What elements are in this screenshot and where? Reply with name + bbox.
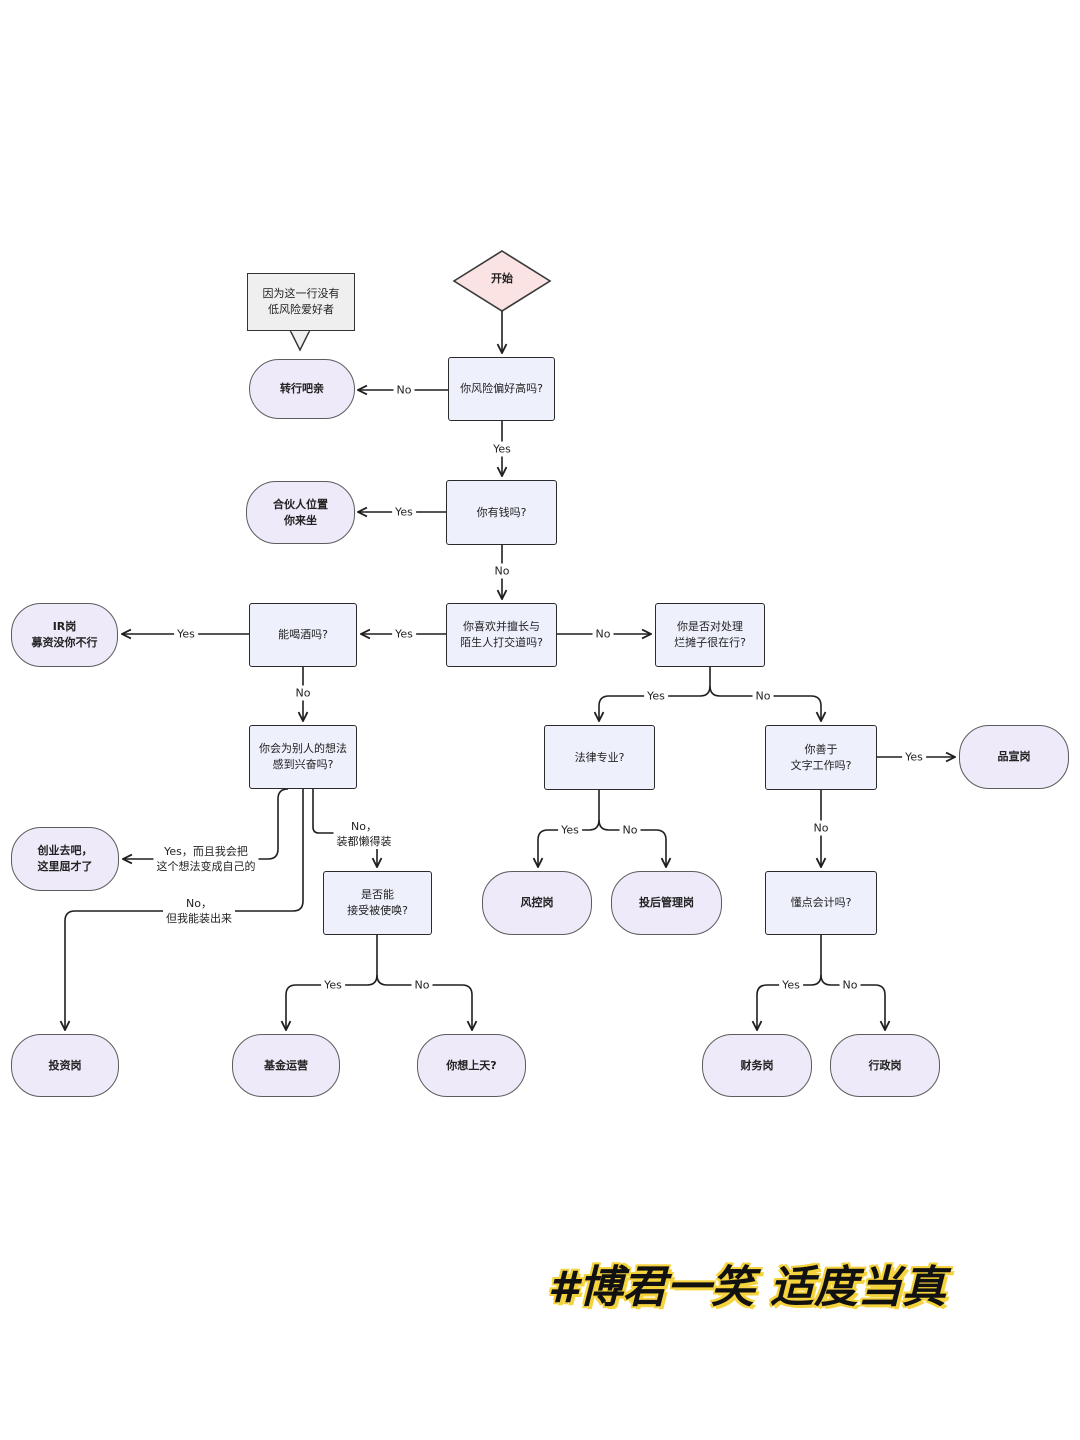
edge-label-money-yes: Yes [392, 504, 416, 520]
edge-label-law-yes: Yes [558, 822, 582, 838]
edge-label-acc-no: No [839, 977, 861, 993]
result-finance: 财务岗 [702, 1034, 812, 1097]
start-label: 开始 [491, 272, 513, 285]
question-writing: 你善于 文字工作吗? [765, 725, 877, 790]
edge-label-social-no: No [592, 626, 614, 642]
edge-label-writing-no: No [810, 820, 832, 836]
question-accounting: 懂点会计吗? [765, 871, 877, 935]
edge-label-mess-yes: Yes [644, 688, 668, 704]
edge-label-drink-no: No [292, 685, 314, 701]
question-idea: 你会为别人的想法 感到兴奋吗? [249, 725, 357, 789]
result-risk-control: 风控岗 [482, 871, 592, 935]
edge-label-drink-yes: Yes [174, 626, 198, 642]
question-mess: 你是否对处理 烂摊子很在行? [655, 603, 765, 667]
slogan-text: #博君一笑 适度当真 [548, 1262, 946, 1313]
result-invest: 投资岗 [11, 1034, 119, 1097]
result-startup: 创业去吧， 这里屈才了 [11, 827, 119, 891]
result-switch: 转行吧亲 [249, 359, 355, 419]
result-partner: 合伙人位置 你来坐 [246, 481, 355, 544]
callout-tail [288, 329, 312, 352]
edge-label-risk-yes: Yes [490, 441, 514, 457]
question-social: 你喜欢并擅长与 陌生人打交道吗? [446, 603, 557, 667]
question-called: 是否能 接受被使唤? [323, 871, 432, 935]
question-drink: 能喝酒吗? [249, 603, 357, 667]
result-admin: 行政岗 [830, 1034, 940, 1097]
result-pr: 品宣岗 [959, 725, 1069, 789]
question-money: 你有钱吗? [446, 480, 557, 545]
edge-label-risk-no: No [393, 382, 415, 398]
question-law: 法律专业? [544, 725, 655, 790]
edge-label-money-no: No [491, 563, 513, 579]
result-ir: IR岗 募资没你不行 [11, 603, 118, 667]
edge-label-social-yes: Yes [392, 626, 416, 642]
edge-label-acc-yes: Yes [779, 977, 803, 993]
result-fund-ops: 基金运营 [232, 1034, 340, 1097]
edge-label-idea-yes: Yes，而且我会把 这个想法变成自己的 [153, 844, 259, 874]
callout-note: 因为这一行没有 低风险爱好者 [247, 273, 355, 331]
edge-label-law-no: No [619, 822, 641, 838]
edge-label-idea-no-lazy: No， 装都懒得装 [333, 819, 395, 849]
question-risk: 你风险偏好高吗? [448, 357, 555, 421]
edge-label-idea-no-fake: No， 但我能装出来 [163, 896, 235, 926]
result-sky: 你想上天? [417, 1034, 526, 1097]
edge-label-called-yes: Yes [321, 977, 345, 993]
edge-label-mess-no: No [752, 688, 774, 704]
edge-label-called-no: No [411, 977, 433, 993]
edge-label-writing-yes: Yes [902, 749, 926, 765]
result-post-invest: 投后管理岗 [611, 871, 722, 935]
